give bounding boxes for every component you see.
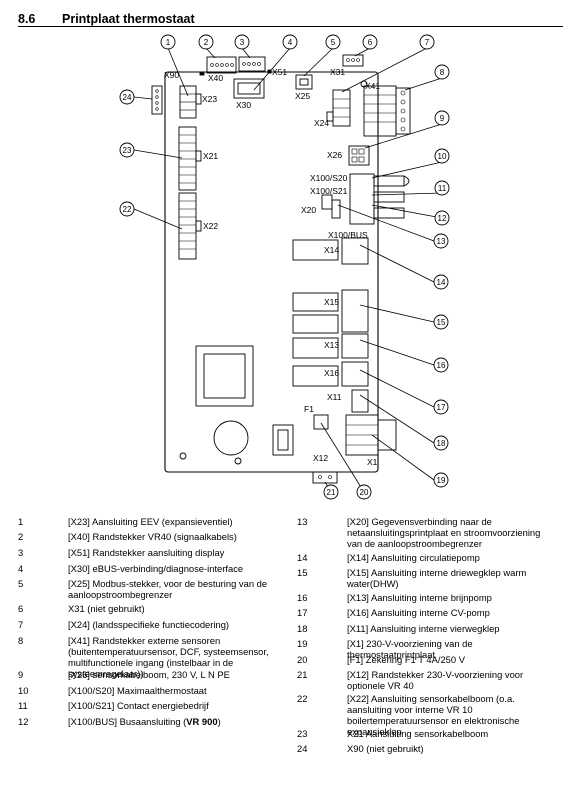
section-number: 8.6 [18, 12, 36, 26]
label-X26: X26 [327, 150, 342, 160]
label-X90: X90 [164, 70, 179, 80]
board-outline [164, 71, 379, 473]
label-X51: X51 [272, 67, 287, 77]
callout-7: 7 [425, 38, 430, 47]
callout-3: 3 [240, 38, 245, 47]
callout-2: 2 [204, 38, 209, 47]
thermostat-board-diagram: X90 X40 X51 X25 X31 X41 X23 X30 X24 X26 … [119, 34, 450, 500]
callout-9: 9 [440, 114, 445, 123]
callout-18: 18 [437, 439, 446, 448]
callout-10: 10 [438, 152, 447, 161]
callout-19: 19 [437, 476, 446, 485]
section-header: 8.6 Printplaat thermostaat [18, 12, 563, 28]
callout-11: 11 [438, 184, 447, 193]
label-X12: X12 [313, 453, 328, 463]
label-X15: X15 [324, 297, 339, 307]
label-X100-BUS: X100/BUS [328, 230, 368, 240]
callout-15: 15 [437, 318, 446, 327]
label-X1: X1 [367, 457, 378, 467]
label-X24: X24 [314, 118, 329, 128]
callout-24: 24 [123, 93, 132, 102]
label-X22: X22 [203, 221, 218, 231]
callout-12: 12 [438, 214, 447, 223]
label-X14: X14 [324, 245, 339, 255]
callout-14: 14 [437, 278, 446, 287]
legend-left: 1[X23] Aansluiting EEV (expansieventiel)… [18, 516, 269, 727]
label-X41: X41 [365, 81, 380, 91]
label-X16: X16 [324, 368, 339, 378]
label-X25: X25 [295, 91, 310, 101]
label-X100-S21: X100/S21 [310, 186, 348, 196]
label-X23: X23 [202, 94, 217, 104]
callout-1: 1 [166, 38, 171, 47]
callout-8: 8 [440, 68, 445, 77]
callout-23: 23 [123, 146, 132, 155]
callout-20: 20 [360, 488, 369, 497]
label-F1: F1 [304, 404, 314, 414]
legend-right: 13[X20] Gegevensverbinding naar de netaa… [297, 516, 541, 754]
callout-16: 16 [437, 361, 446, 370]
callout-21: 21 [327, 488, 336, 497]
callout-6: 6 [368, 38, 373, 47]
callout-17: 17 [437, 403, 446, 412]
label-X20: X20 [301, 205, 316, 215]
label-X100-S20: X100/S20 [310, 173, 348, 183]
label-X40: X40 [208, 73, 223, 83]
label-X11: X11 [327, 392, 342, 402]
callout-13: 13 [437, 237, 446, 246]
callout-5: 5 [331, 38, 336, 47]
callout-22: 22 [123, 205, 132, 214]
label-X21: X21 [203, 151, 218, 161]
label-X31: X31 [330, 67, 345, 77]
label-X30: X30 [236, 100, 251, 110]
section-title: Printplaat thermostaat [62, 12, 195, 26]
label-X13: X13 [324, 340, 339, 350]
callout-4: 4 [288, 38, 293, 47]
header-rule [18, 26, 563, 27]
